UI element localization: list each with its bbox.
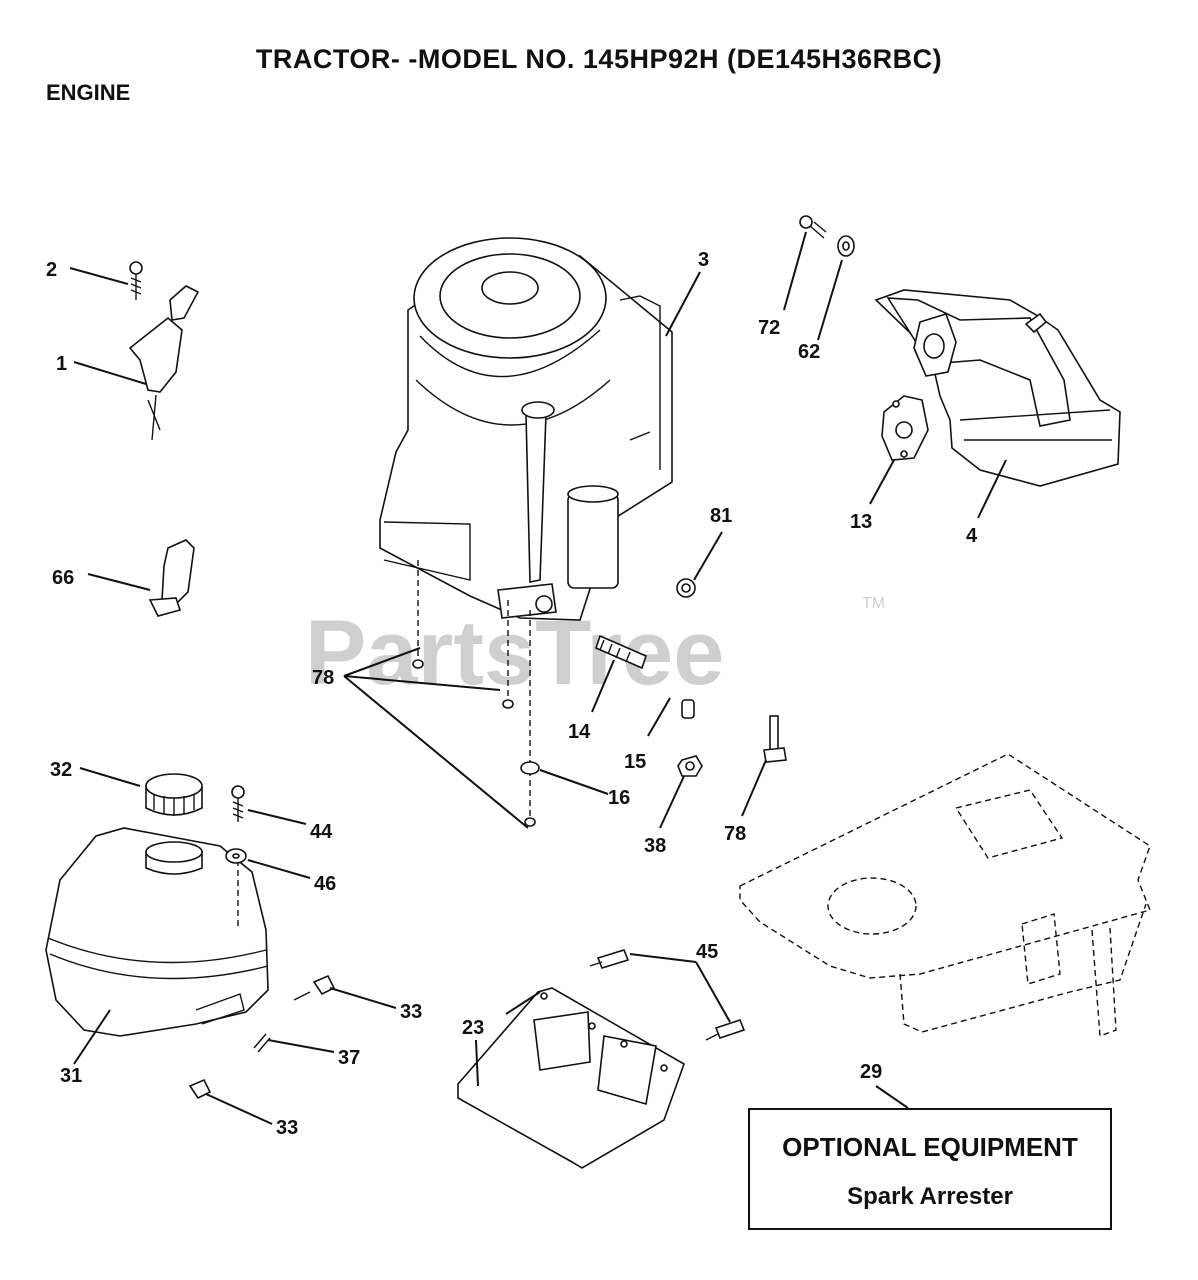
nut-part-38[interactable] <box>677 755 703 777</box>
muffler-part-4[interactable] <box>874 289 1121 487</box>
callout-15: 15 <box>624 751 646 773</box>
pin-part-15[interactable] <box>681 699 695 719</box>
callout-32: 32 <box>50 759 72 781</box>
bolt-part-78-right[interactable] <box>763 715 787 763</box>
frame-reference-dashed <box>739 753 1151 1037</box>
callout-78-right: 78 <box>724 823 746 845</box>
callout-14: 14 <box>568 721 591 743</box>
callout-2: 2 <box>46 259 57 281</box>
callout-78-left: 78 <box>312 667 334 689</box>
gasket-part-13[interactable] <box>881 395 929 461</box>
callout-3: 3 <box>698 249 709 271</box>
callout-4: 4 <box>966 525 978 547</box>
callout-31: 31 <box>60 1065 82 1087</box>
callout-23: 23 <box>462 1017 484 1039</box>
clip-part-66[interactable] <box>148 539 195 617</box>
engine-mount-bolts[interactable] <box>412 560 540 827</box>
callout-1: 1 <box>56 353 67 375</box>
fuel-cap-part-32[interactable] <box>145 773 203 816</box>
callout-numbers: 2 1 66 3 72 62 13 4 81 78 14 15 16 38 78… <box>46 249 978 1139</box>
callout-72: 72 <box>758 317 780 339</box>
optional-equipment-box: OPTIONAL EQUIPMENT Spark Arrester <box>748 1108 1112 1230</box>
fitting-part-14[interactable] <box>595 634 647 670</box>
callout-66: 66 <box>52 567 74 589</box>
fuel-tank-part-31[interactable] <box>45 827 269 1037</box>
leader-lines <box>69 231 1007 1125</box>
page-title: TRACTOR- -MODEL NO. 145HP92H (DE145H36RB… <box>255 44 943 74</box>
washer-part-46[interactable] <box>225 848 247 864</box>
heat-shield-part-23[interactable] <box>457 987 685 1169</box>
optional-equipment-heading: OPTIONAL EQUIPMENT <box>782 1132 1078 1162</box>
callout-46: 46 <box>314 873 336 895</box>
callout-29: 29 <box>860 1061 882 1083</box>
section-label: ENGINE <box>46 80 131 105</box>
callout-37: 37 <box>338 1047 360 1069</box>
callout-38: 38 <box>644 835 666 857</box>
callout-81: 81 <box>710 505 732 527</box>
screws-part-45[interactable] <box>589 949 746 1041</box>
callout-13: 13 <box>850 511 872 533</box>
clamp-part-33-top[interactable] <box>293 974 336 1001</box>
watermark-text: PartsTree <box>305 602 724 704</box>
callout-33-bottom: 33 <box>276 1117 298 1139</box>
spark-arrester-label: Spark Arrester <box>847 1183 1013 1210</box>
hose-part-37[interactable] <box>253 1033 271 1053</box>
callout-62: 62 <box>798 341 820 363</box>
callout-45: 45 <box>696 941 718 963</box>
engine-part[interactable] <box>379 237 673 621</box>
callout-33-top: 33 <box>400 1001 422 1023</box>
watermark-trademark: TM <box>862 595 885 612</box>
bolt-part-72[interactable] <box>799 215 827 239</box>
clamp-part-33-bottom[interactable] <box>188 1078 212 1100</box>
bolt-part-44[interactable] <box>231 785 245 930</box>
callout-44: 44 <box>310 821 333 843</box>
throttle-control-part[interactable] <box>128 261 200 441</box>
washer-part-62[interactable] <box>837 235 855 257</box>
nut-part-81[interactable] <box>676 578 696 598</box>
callout-16: 16 <box>608 787 630 809</box>
